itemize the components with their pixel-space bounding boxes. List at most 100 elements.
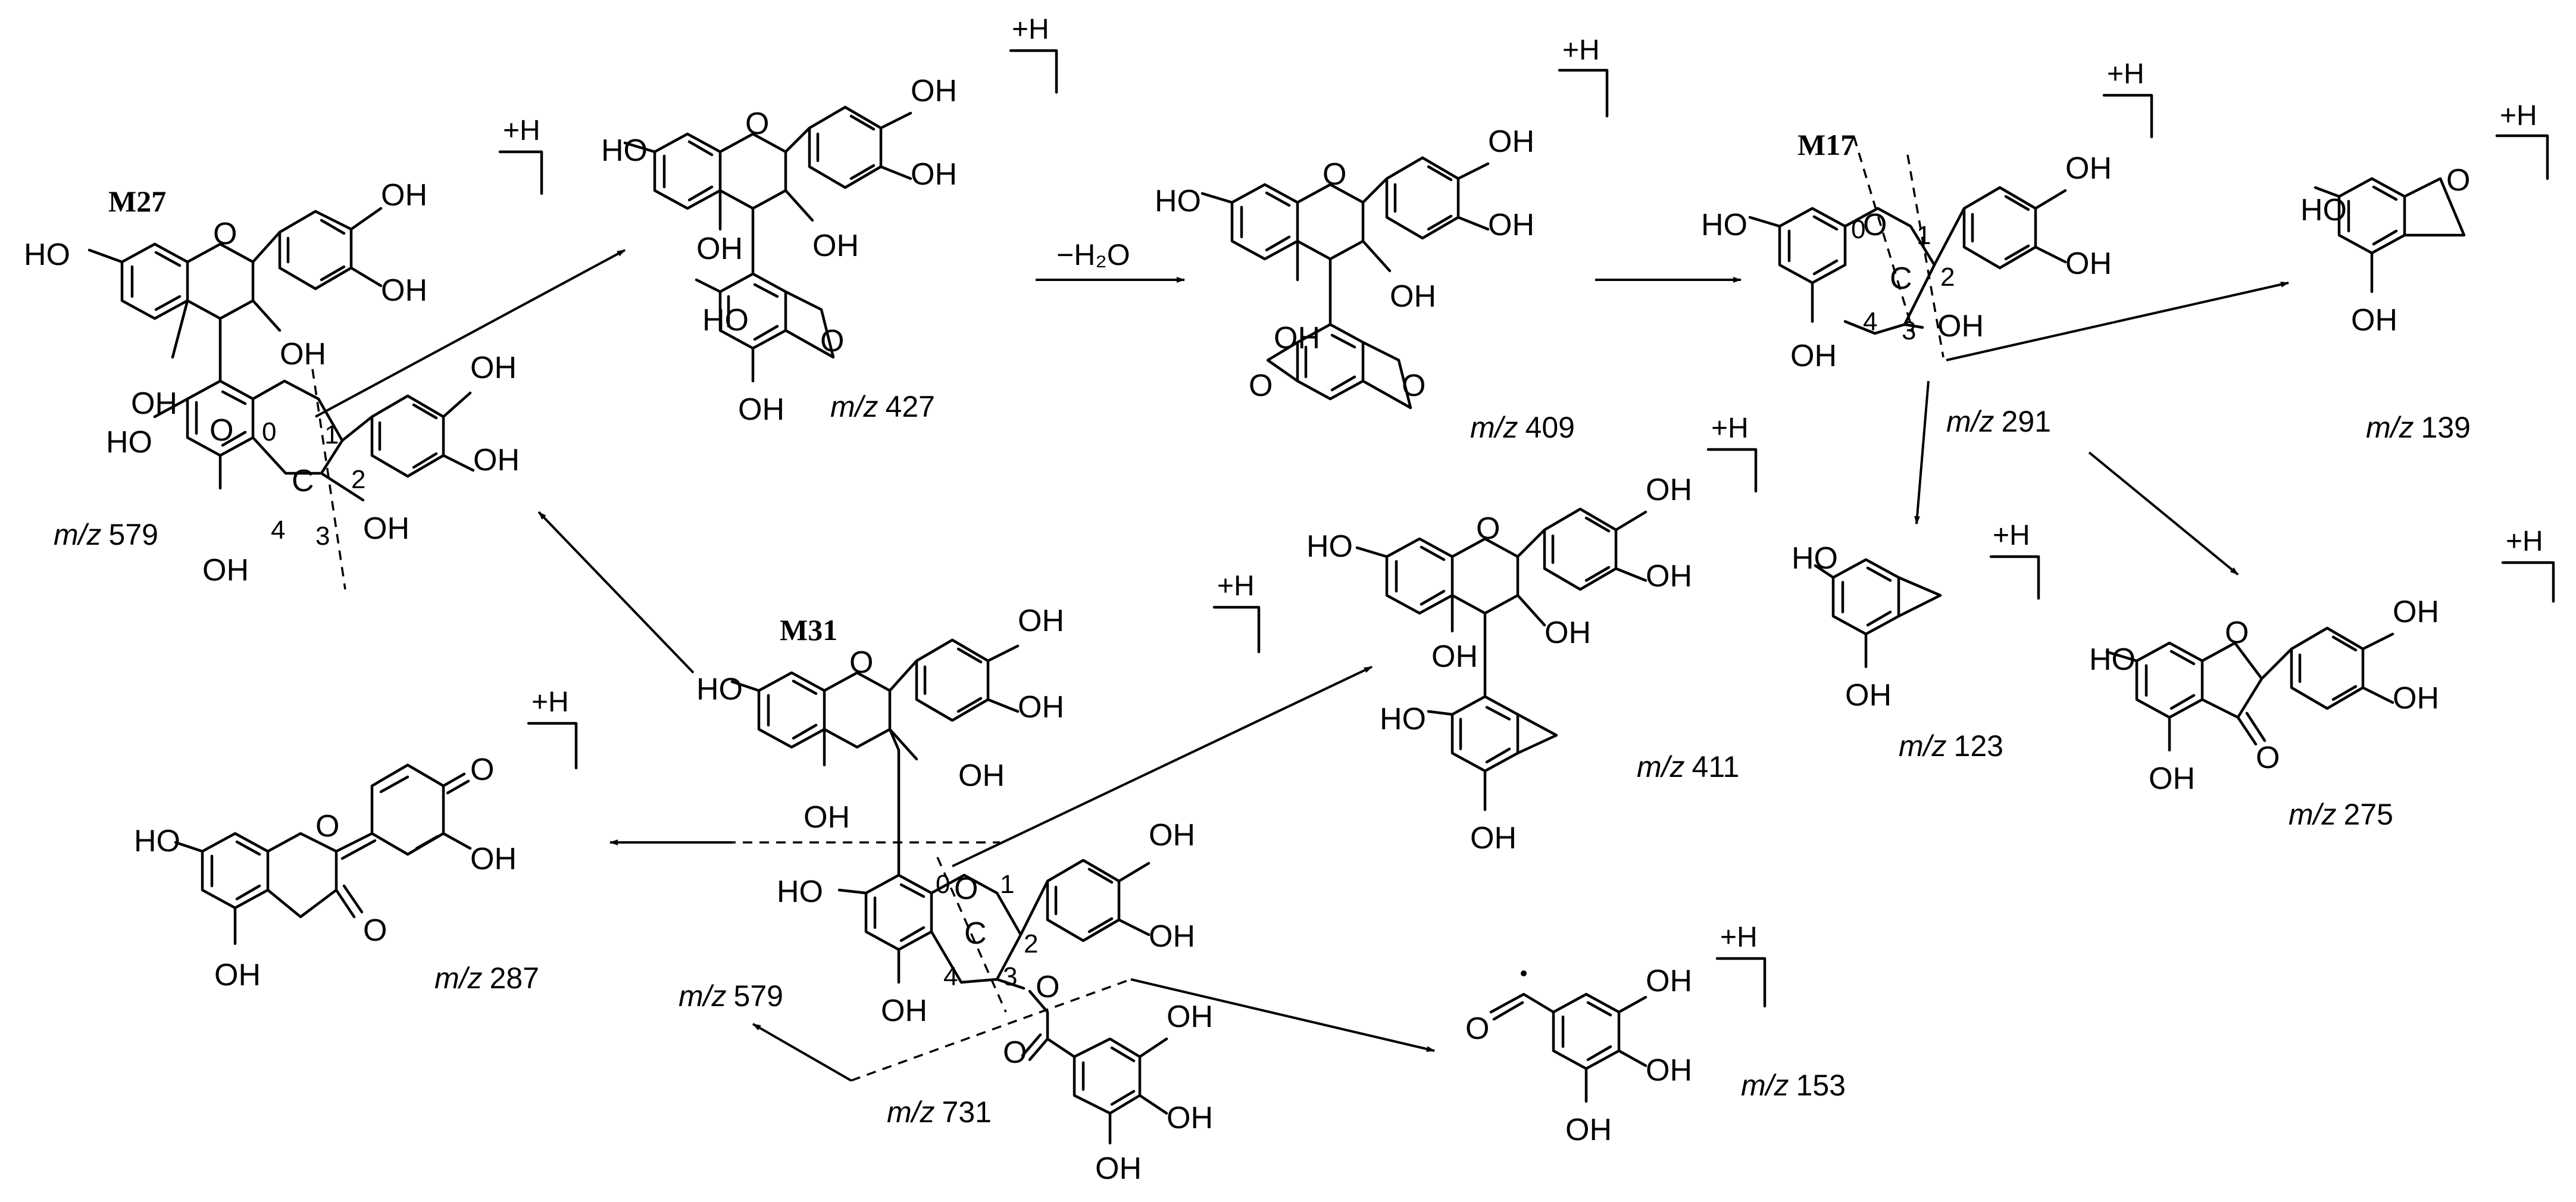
svg-text:OH: OH [2393,681,2439,716]
svg-text:+H: +H [1217,570,1255,602]
svg-text:O: O [849,645,873,680]
svg-text:OH: OH [363,511,409,546]
svg-text:HO: HO [777,875,823,909]
svg-text:OH: OH [202,553,249,588]
svg-text:OH: OH [958,758,1005,793]
svg-text:OH: OH [1488,208,1534,242]
svg-text:HO: HO [601,133,648,168]
arrow-m31-to-411 [952,666,1373,867]
svg-text:+H: +H [1012,14,1049,45]
svg-text:OH: OH [1565,1113,1612,1147]
svg-text:OH: OH [1646,964,1692,998]
svg-text:4: 4 [271,516,285,545]
svg-text:HO: HO [24,238,70,272]
svg-text:OH: OH [2065,151,2112,186]
svg-text:OH: OH [1431,639,1478,674]
svg-text:OH: OH [1167,1000,1213,1034]
svg-text:OH: OH [1470,821,1517,856]
svg-text:+H: +H [503,115,540,146]
svg-text:OH: OH [1095,1151,1142,1186]
arrow-291-to-139 [1946,281,2289,361]
svg-text:+H: +H [2500,100,2537,132]
arrow-m27-to-427 [315,249,626,418]
arrow-m31-to-m27 [537,511,695,674]
svg-text:OH: OH [1488,124,1534,159]
svg-text:O: O [745,107,769,141]
svg-text:+H: +H [2107,58,2144,90]
svg-text:O: O [2446,163,2470,198]
svg-text:OH: OH [381,178,427,213]
svg-text:HO: HO [2089,642,2136,677]
svg-text:O: O [210,413,233,448]
svg-text:HO: HO [106,425,152,460]
svg-text:+H: +H [2506,526,2543,557]
svg-text:OH: OH [2393,595,2439,629]
svg-text:OH: OH [1149,818,1195,853]
svg-text:1: 1 [1000,870,1014,899]
svg-text:OH: OH [1646,473,1692,507]
arrow-291-to-275 [2088,451,2239,576]
svg-text:OH: OH [1274,321,1320,355]
compound-label-m31: M31 [780,613,837,647]
compound-label-m17: M17 [1797,128,1855,161]
svg-text:+H: +H [1993,520,2030,551]
structure-m27: M27 HO O OH OH OH OH HO O OH OH OH OH 0 … [24,115,543,590]
svg-text:4: 4 [943,962,958,991]
svg-text:OH: OH [1937,309,1984,344]
svg-text:O: O [1003,1035,1027,1070]
svg-text:HO: HO [134,824,180,858]
svg-text:OH: OH [280,337,326,371]
svg-text:OH: OH [1167,1101,1213,1135]
svg-text:+H: +H [532,686,569,718]
svg-text:O: O [1402,369,1425,403]
svg-text:C: C [1890,261,1912,296]
svg-text:0: 0 [936,870,950,899]
svg-text:OH: OH [1646,559,1692,594]
svg-text:4: 4 [1863,307,1877,336]
svg-text:OH: OH [1845,678,1892,713]
svg-text:OH: OH [2149,761,2195,796]
svg-text:OH: OH [696,232,743,266]
svg-text:OH: OH [214,958,261,992]
svg-text:OH: OH [381,273,427,308]
svg-text:OH: OH [1790,339,1837,373]
svg-text:O: O [2256,741,2280,775]
svg-text:O: O [315,809,339,844]
svg-text:OH: OH [1646,1053,1692,1088]
svg-text:O: O [954,872,978,906]
arrow-m31-to-579 [752,1023,852,1082]
compound-label-m27: M27 [108,185,166,218]
svg-text:2: 2 [1940,263,1955,292]
reaction-arrows [315,249,2289,1082]
svg-text:2: 2 [351,465,365,494]
svg-text:OH: OH [812,229,859,263]
svg-text:HO: HO [1306,529,1353,564]
svg-text:2: 2 [1024,929,1038,959]
svg-text:O: O [1249,369,1273,403]
svg-text:O: O [1036,970,1059,1004]
svg-text:+H: +H [1562,35,1600,66]
svg-text:O: O [213,217,237,251]
svg-text:+H: +H [1711,413,1749,444]
svg-text:+H: +H [1720,922,1758,953]
svg-text:O: O [1863,208,1887,242]
svg-text:OH: OH [1390,279,1436,314]
svg-text:0: 0 [262,417,276,447]
svg-text:OH: OH [2351,303,2397,338]
svg-text:HO: HO [2300,193,2347,227]
svg-text:O: O [1476,511,1500,546]
